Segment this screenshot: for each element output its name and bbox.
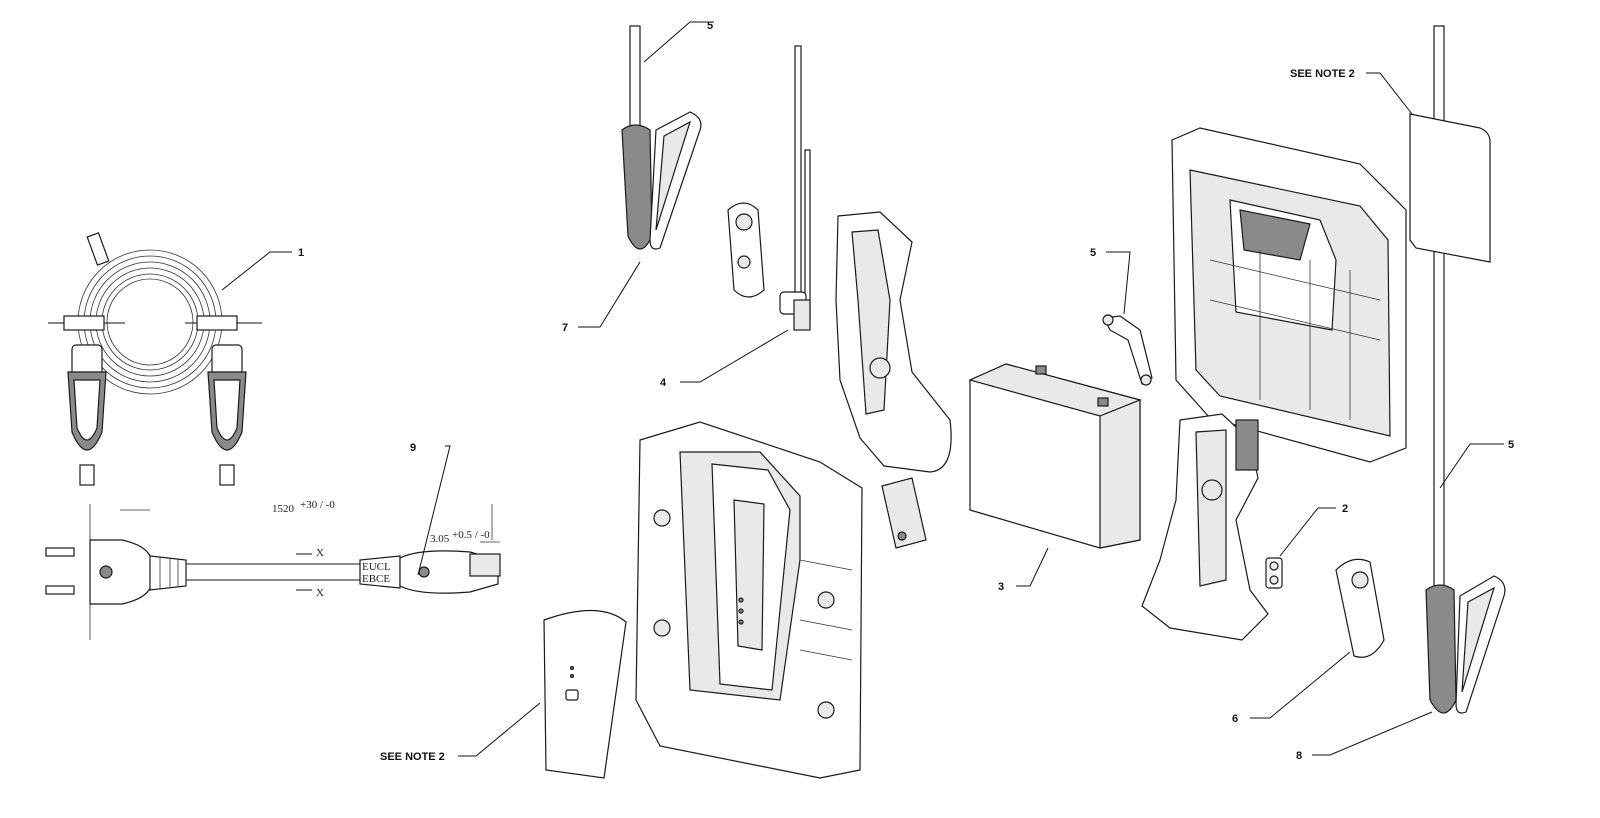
circuit-board — [881, 477, 927, 549]
part-7-clamp-lead — [621, 25, 702, 250]
part-6-cover — [1335, 558, 1385, 658]
leader-4 — [680, 329, 789, 383]
frame-bracket-left — [835, 211, 952, 473]
callout-5-top: 5 — [707, 20, 713, 32]
dimension-length-tolerance: +30 / -0 — [300, 499, 335, 511]
callout-5-mid: 5 — [1090, 247, 1096, 259]
callout-8: 8 — [1296, 750, 1302, 762]
leader-1 — [221, 251, 292, 291]
rear-housing — [1171, 127, 1407, 463]
callout-9: 9 — [410, 442, 416, 454]
callout-1: 1 — [298, 247, 304, 259]
leader-note-top — [1366, 72, 1413, 115]
sleeve-label-b: EBCE — [362, 573, 390, 585]
front-housing — [635, 421, 863, 779]
leader-5-mid — [1106, 251, 1131, 315]
callout-7: 7 — [562, 322, 568, 334]
frame-bracket-right — [1141, 413, 1269, 641]
note-bottom: SEE NOTE 2 — [380, 751, 445, 763]
leader-5-top — [643, 21, 714, 63]
part-3-battery — [968, 363, 1142, 549]
dimension-length: 1520 — [272, 503, 295, 515]
leader-5-right — [1439, 443, 1504, 489]
part-1-coiled-cable — [48, 232, 262, 486]
break-mark-top: X — [316, 547, 324, 559]
leader-2 — [1279, 507, 1336, 557]
sleeve-label-a: EUCL — [362, 561, 391, 573]
callout-5-right: 5 — [1508, 439, 1514, 451]
part-8-clamp-lead — [1425, 25, 1506, 714]
dimension-end: 3.05 — [430, 533, 450, 545]
note-top: SEE NOTE 2 — [1290, 68, 1355, 80]
callout-2: 2 — [1342, 503, 1348, 515]
leader-6 — [1250, 651, 1351, 719]
callout-6: 6 — [1232, 713, 1238, 725]
break-mark-bottom: X — [316, 587, 324, 599]
leader-8 — [1312, 711, 1433, 756]
part-5-battery-strap — [1102, 314, 1153, 386]
bracket-small — [727, 202, 765, 298]
dimension-end-tolerance: +0.5 / -0 — [452, 529, 490, 541]
part-4-rod-assembly — [779, 45, 811, 331]
leader-9 — [417, 445, 451, 576]
leader-3 — [1016, 547, 1049, 587]
leader-7 — [578, 261, 641, 328]
part-9-power-cord: X X EUCL EBCE 1520 +30 / -0 3.05 +0.5 / … — [45, 499, 501, 640]
front-label — [543, 609, 627, 779]
callout-4: 4 — [660, 377, 667, 389]
part-2-switch — [1265, 557, 1283, 589]
side-label — [1409, 113, 1491, 263]
callout-3: 3 — [998, 581, 1004, 593]
leader-note-bottom — [458, 702, 541, 757]
